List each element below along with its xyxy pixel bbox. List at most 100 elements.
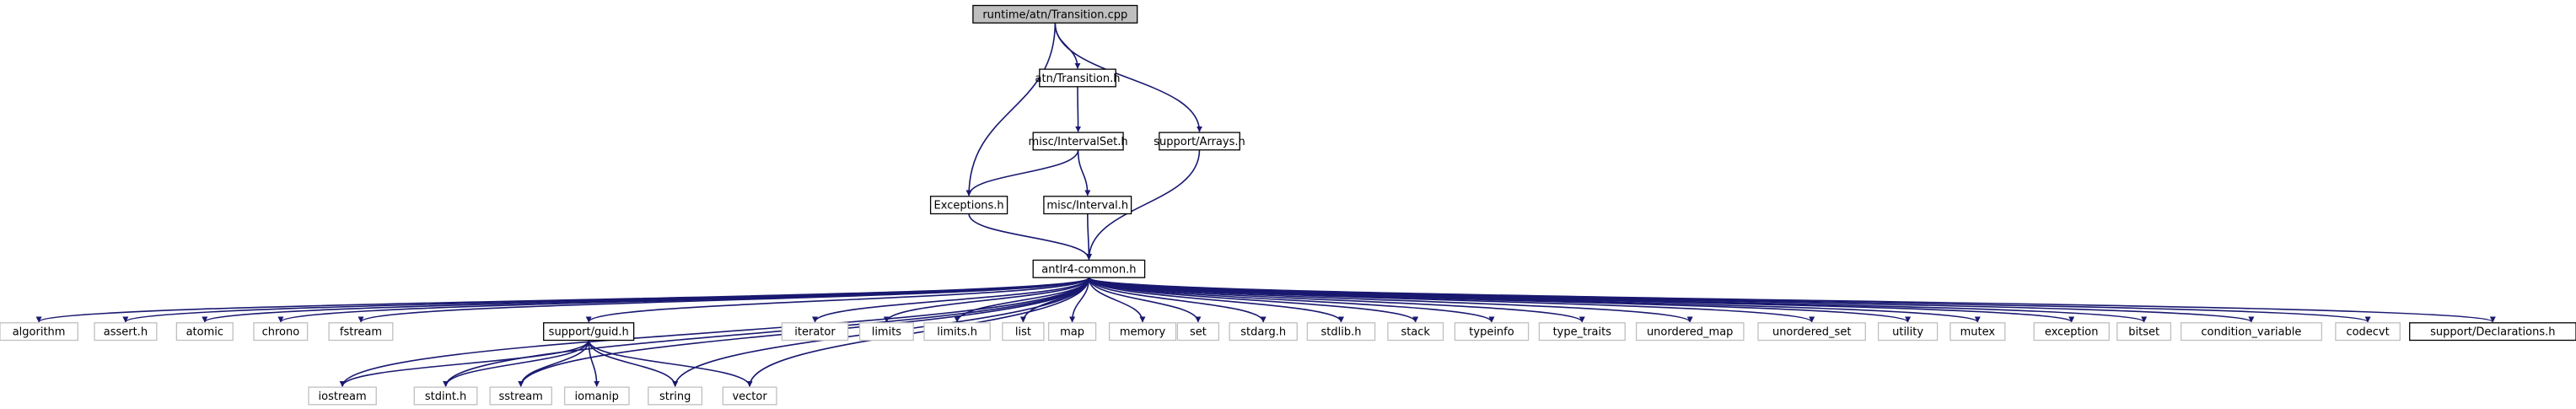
- node-arrays[interactable]: support/Arrays.h: [1154, 132, 1245, 151]
- edge-arrays-to-common: [1085, 149, 1201, 261]
- edge-common-to-memory: [1088, 277, 1146, 323]
- node-exception: exception: [2033, 322, 2110, 342]
- node-box: [1757, 322, 1866, 342]
- node-box: [328, 322, 394, 342]
- node-label: sstream: [499, 390, 543, 403]
- node-box: [413, 386, 478, 406]
- edge-common-to-mutex: [1088, 277, 1981, 323]
- node-box: [1306, 322, 1376, 342]
- node-label: exception: [2045, 326, 2099, 339]
- edge-common-to-type_traits: [1088, 277, 1585, 323]
- node-box: [1047, 322, 1097, 342]
- node-assert: assert.h: [94, 322, 158, 342]
- node-iomanip: iomanip: [563, 386, 630, 406]
- node-box: [1538, 322, 1626, 342]
- node-label: string: [659, 390, 691, 403]
- node-box: [308, 386, 377, 406]
- node-stdarg: stdarg.h: [1229, 322, 1298, 342]
- node-box: [1039, 68, 1116, 88]
- node-vector: vector: [722, 386, 777, 406]
- node-box: [2033, 322, 2110, 342]
- node-box: [972, 4, 1138, 24]
- node-sstream: sstream: [489, 386, 552, 406]
- edge-common-to-iterator: [812, 277, 1090, 323]
- node-interval[interactable]: misc/Interval.h: [1043, 196, 1132, 215]
- node-box: [1002, 322, 1045, 342]
- edge-common-to-limits: [883, 277, 1090, 323]
- node-label: assert.h: [104, 326, 148, 339]
- node-label: support/Arrays.h: [1154, 136, 1245, 148]
- node-stack: stack: [1387, 322, 1444, 342]
- node-label: unordered_set: [1772, 326, 1851, 339]
- node-label: map: [1060, 326, 1084, 339]
- node-declarations[interactable]: support/Declarations.h: [2409, 322, 2576, 342]
- node-box: [923, 322, 991, 342]
- node-label: stack: [1401, 326, 1430, 339]
- node-common[interactable]: antlr4-common.h: [1032, 259, 1146, 278]
- edge-common-to-map: [1069, 277, 1090, 323]
- node-typeinfo: typeinfo: [1454, 322, 1530, 342]
- node-label: typeinfo: [1469, 326, 1514, 339]
- edge-common-to-declarations: [1088, 277, 2496, 323]
- node-box: [563, 386, 630, 406]
- node-string: string: [648, 386, 703, 406]
- node-unordered-set: unordered_set: [1757, 322, 1866, 342]
- node-box: [1635, 322, 1745, 342]
- edge-guid-to-string: [588, 340, 679, 387]
- node-label: limits.h: [937, 326, 977, 339]
- node-list: list: [1002, 322, 1045, 342]
- node-label: iomanip: [575, 390, 619, 403]
- node-box: [858, 322, 914, 342]
- node-label: atomic: [186, 326, 223, 339]
- node-label: stdarg.h: [1240, 326, 1286, 339]
- node-mutex: mutex: [1949, 322, 2006, 342]
- node-label: chrono: [262, 326, 300, 339]
- node-condition-variable: condition_variable: [2180, 322, 2323, 342]
- node-algorithm: algorithm: [0, 322, 78, 342]
- node-label: runtime/atn/Transition.cpp: [982, 8, 1127, 21]
- node-guid[interactable]: support/guid.h: [543, 322, 635, 342]
- node-label: utility: [1892, 326, 1923, 339]
- edge-common-to-stack: [1088, 277, 1419, 323]
- node-root[interactable]: runtime/atn/Transition.cpp: [972, 4, 1138, 24]
- node-intervalset[interactable]: misc/IntervalSet.h: [1029, 132, 1128, 151]
- edge-common-to-set: [1088, 277, 1202, 323]
- node-iostream: iostream: [308, 386, 377, 406]
- node-memory: memory: [1108, 322, 1177, 342]
- node-label: support/guid.h: [549, 326, 629, 339]
- node-label: type_traits: [1553, 326, 1612, 339]
- edge-exceptions-to-common: [968, 213, 1092, 261]
- edge-interval-to-common: [1085, 213, 1092, 261]
- node-label: Exceptions.h: [934, 200, 1004, 213]
- node-label: mutex: [1960, 326, 1996, 339]
- node-label: vector: [732, 390, 767, 403]
- node-label: iostream: [319, 390, 367, 403]
- node-label: unordered_map: [1647, 326, 1734, 339]
- node-stdint: stdint.h: [413, 386, 478, 406]
- edge-guid-to-sstream: [518, 340, 589, 387]
- node-exceptions[interactable]: Exceptions.h: [929, 196, 1008, 215]
- edge-common-to-list: [1019, 277, 1090, 323]
- node-codecvt: codecvt: [2335, 322, 2401, 342]
- node-stdlib: stdlib.h: [1306, 322, 1376, 342]
- node-label: misc/IntervalSet.h: [1029, 136, 1128, 148]
- node-box: [781, 322, 849, 342]
- node-transition-h[interactable]: atn/Transition.h: [1035, 68, 1121, 88]
- node-set: set: [1176, 322, 1220, 342]
- node-label: condition_variable: [2201, 326, 2301, 339]
- node-box: [1043, 196, 1132, 215]
- edge-common-to-vector: [746, 277, 1090, 387]
- node-box: [1032, 132, 1124, 151]
- node-box: [1032, 259, 1146, 278]
- node-box: [0, 322, 78, 342]
- node-label: algorithm: [13, 326, 66, 339]
- node-box: [1454, 322, 1530, 342]
- node-type-traits: type_traits: [1538, 322, 1626, 342]
- node-box: [489, 386, 552, 406]
- edge-intervalset-to-interval: [1077, 149, 1091, 196]
- node-label: stdlib.h: [1321, 326, 1362, 339]
- node-box: [1877, 322, 1939, 342]
- edge-common-to-stdlib: [1088, 277, 1344, 323]
- node-bitset: bitset: [2116, 322, 2172, 342]
- edge-guid-to-iomanip: [588, 340, 600, 387]
